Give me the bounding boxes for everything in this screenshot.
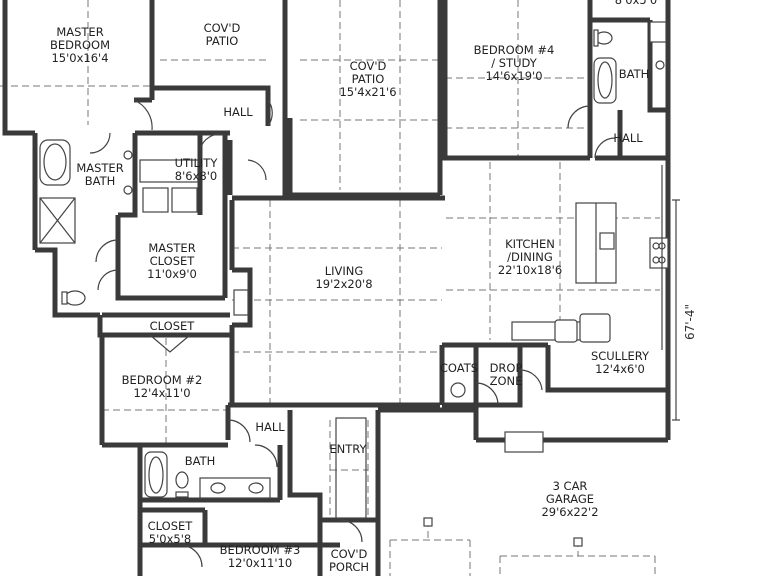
room-closet-mid-name: CLOSET xyxy=(150,319,196,333)
fixtures xyxy=(39,21,669,547)
room-hall-bottom-name: HALL xyxy=(255,420,285,434)
room-master-bath-name: MASTER xyxy=(76,161,123,175)
room-closet-bottom-size: 5'0x5'8 xyxy=(149,532,191,546)
room-scullery-name: SCULLERY xyxy=(591,349,650,363)
room-bath-bottom-name: BATH xyxy=(185,454,216,468)
room-kitchen-name: KITCHEN xyxy=(505,237,555,251)
room-garage-name: 3 CAR xyxy=(553,479,588,493)
room-drop-zone-name: ZONE xyxy=(490,374,523,388)
room-bath-right-name: BATH xyxy=(619,67,650,81)
room-master-closet-size: 11'0x9'0 xyxy=(147,267,197,281)
room-closet-bottom-name: CLOSET xyxy=(148,519,194,533)
room-master-bedroom-name: BEDROOM xyxy=(50,38,110,52)
room-bedroom4-size: 14'6x19'0 xyxy=(485,69,542,83)
room-garage-size: 29'6x22'2 xyxy=(541,505,598,519)
room-scullery-size: 12'4x6'0 xyxy=(595,362,645,376)
room-hall-right-name: HALL xyxy=(613,131,643,145)
room-master-closet-name: MASTER xyxy=(148,241,195,255)
room-living-size: 19'2x20'8 xyxy=(315,277,372,291)
room-covd-patio-left-name: COV'D xyxy=(204,21,241,35)
room-master-bath-name: BATH xyxy=(85,174,116,188)
room-covd-porch-name: COV'D xyxy=(331,547,368,561)
room-labels: MASTERBEDROOM15'0x16'4COV'DPATIOCOV'DPAT… xyxy=(50,0,657,574)
room-living-name: LIVING xyxy=(325,264,364,278)
room-hall-top-name: HALL xyxy=(223,105,253,119)
room-master-closet-name: CLOSET xyxy=(150,254,196,268)
dimension-line: 67'-4" xyxy=(672,199,697,421)
room-covd-patio-left-name: PATIO xyxy=(206,34,239,48)
room-top-right-room-size: 8'0x5'0 xyxy=(615,0,657,7)
room-covd-patio-center-name: COV'D xyxy=(350,59,387,73)
room-kitchen-size: 22'10x18'6 xyxy=(498,263,562,277)
room-coats-name: COATS xyxy=(440,361,478,375)
room-drop-zone-name: DROP xyxy=(490,361,523,375)
overall-dimension-label: 67'-4" xyxy=(683,304,697,340)
room-covd-patio-center-size: 15'4x21'6 xyxy=(339,85,396,99)
room-bedroom2-name: BEDROOM #2 xyxy=(122,373,203,387)
room-covd-patio-center-name: PATIO xyxy=(352,72,385,86)
room-entry-name: ENTRY xyxy=(329,442,367,456)
doors xyxy=(89,99,616,568)
walls xyxy=(2,0,671,576)
room-bedroom3-name: BEDROOM #3 xyxy=(220,543,301,557)
room-utility-size: 8'6x8'0 xyxy=(175,169,217,183)
room-bedroom4-name: BEDROOM #4 xyxy=(474,43,555,57)
room-master-bedroom-name: MASTER xyxy=(56,25,103,39)
room-garage-name: GARAGE xyxy=(546,492,594,506)
room-bedroom3-size: 12'0x11'10 xyxy=(228,556,292,570)
room-master-bedroom-size: 15'0x16'4 xyxy=(51,51,108,65)
room-bedroom2-size: 12'4x11'0 xyxy=(133,386,190,400)
room-covd-porch-name: PORCH xyxy=(329,560,369,574)
room-kitchen-name: /DINING xyxy=(507,250,553,264)
room-utility-name: UTILITY xyxy=(175,156,219,170)
room-bedroom4-name: / STUDY xyxy=(491,56,537,70)
